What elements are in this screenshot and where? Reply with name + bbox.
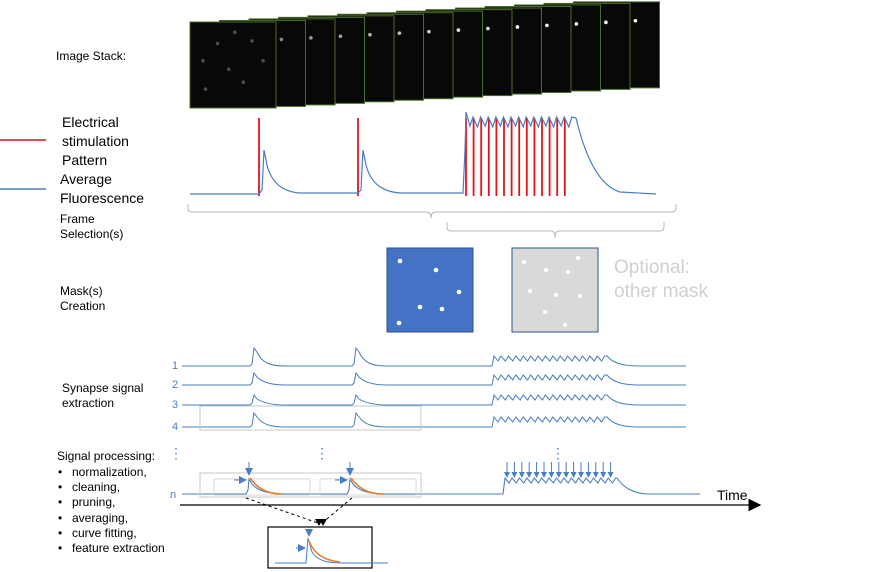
stack-frame — [189, 21, 277, 109]
averaged-event-box — [267, 526, 373, 569]
synapse-signal-extraction-label: Synapse signal extraction — [62, 381, 144, 410]
processing-step: averaging, — [58, 511, 165, 526]
frame-selection-brace — [187, 204, 677, 239]
mask-creation-label: Mask(s) Creation — [60, 284, 106, 313]
event-window-1 — [213, 478, 311, 496]
trace-number: 1 — [172, 360, 178, 372]
stimulation-pattern — [0, 118, 566, 196]
time-axis-label: Time — [717, 487, 748, 503]
average-fluorescence-label: Average Fluorescence — [60, 171, 145, 206]
vertical-dots: ⋮ — [169, 445, 183, 461]
processing-window-box — [199, 472, 422, 498]
stimulation-spikes — [258, 118, 566, 196]
trace-n-label: n — [170, 489, 176, 501]
processing-steps-list: normalization, cleaning, pruning, averag… — [58, 465, 165, 556]
vertical-dots: ⋮ — [551, 445, 565, 461]
vertical-dots: ⋮ — [315, 445, 329, 461]
trace-number: 3 — [172, 399, 178, 411]
image-stack — [189, 1, 660, 109]
frame-selection-label: Frame Selection(s) — [60, 212, 124, 241]
processing-step: curve fitting, — [58, 526, 165, 541]
fit-curve — [350, 477, 384, 495]
processing-step: feature extraction — [58, 541, 165, 556]
processing-step: normalization, — [58, 465, 165, 480]
image-stack-label: Image Stack: — [56, 49, 127, 63]
processing-step: cleaning, — [58, 480, 165, 495]
trace-number: 4 — [172, 421, 178, 433]
optional-mask-label: Optional: other mask — [614, 257, 708, 302]
event-window-2 — [319, 478, 417, 496]
peak-markers — [234, 462, 354, 484]
processed-trace — [182, 476, 700, 495]
secondary-frame-brace — [446, 222, 665, 239]
optional-mask — [511, 247, 599, 333]
average-fluorescence-trace — [190, 111, 657, 195]
synapse-traces — [182, 346, 686, 428]
trace-numbers: 1 2 3 4 — [172, 360, 178, 433]
trace-selection-box — [199, 405, 422, 431]
signal-processing-label: Signal processing: — [57, 449, 156, 463]
train-peak-markers — [504, 462, 614, 478]
processing-step: pruning, — [58, 495, 165, 510]
trace-number: 2 — [172, 379, 178, 391]
electrical-stimulation-label: Electrical stimulation Pattern — [62, 114, 129, 168]
fit-curve — [249, 477, 283, 495]
